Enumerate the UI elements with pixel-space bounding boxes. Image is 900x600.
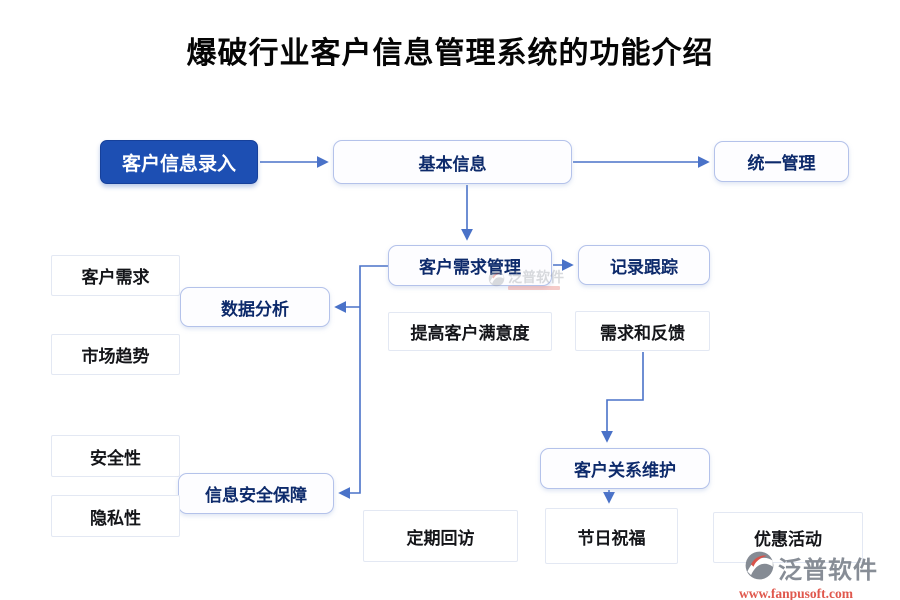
page-title: 爆破行业客户信息管理系统的功能介绍 [186, 37, 714, 70]
node-customer-demand-management: 客户需求管理 [388, 245, 552, 286]
node-info-security-guarantee: 信息安全保障 [178, 473, 334, 514]
logo-brand-name: 泛普软件 [778, 557, 878, 584]
node-customer-demand: 客户需求 [51, 255, 180, 296]
logo-website-url: www.fanpusoft.com [739, 586, 854, 600]
node-demand-and-feedback: 需求和反馈 [575, 311, 710, 351]
node-basic-info: 基本信息 [333, 140, 572, 184]
node-improve-satisfaction: 提高客户满意度 [388, 312, 552, 351]
node-discount-activity: 优惠活动 [713, 512, 863, 563]
node-holiday-greeting: 节日祝福 [545, 508, 678, 564]
fanpu-logo-icon [745, 551, 774, 585]
fanpu-brand-logo: 泛普软件 www.fanpusoft.com [739, 550, 895, 600]
node-regular-visit: 定期回访 [363, 510, 518, 562]
node-data-analysis: 数据分析 [180, 287, 330, 327]
node-customer-info-entry: 客户信息录入 [100, 140, 258, 184]
node-customer-relationship-maintenance: 客户关系维护 [540, 448, 710, 489]
node-unified-management: 统一管理 [714, 141, 849, 182]
node-record-tracking: 记录跟踪 [578, 245, 710, 285]
node-privacy: 隐私性 [51, 495, 180, 537]
node-market-trend: 市场趋势 [51, 334, 180, 375]
node-security: 安全性 [51, 435, 180, 477]
